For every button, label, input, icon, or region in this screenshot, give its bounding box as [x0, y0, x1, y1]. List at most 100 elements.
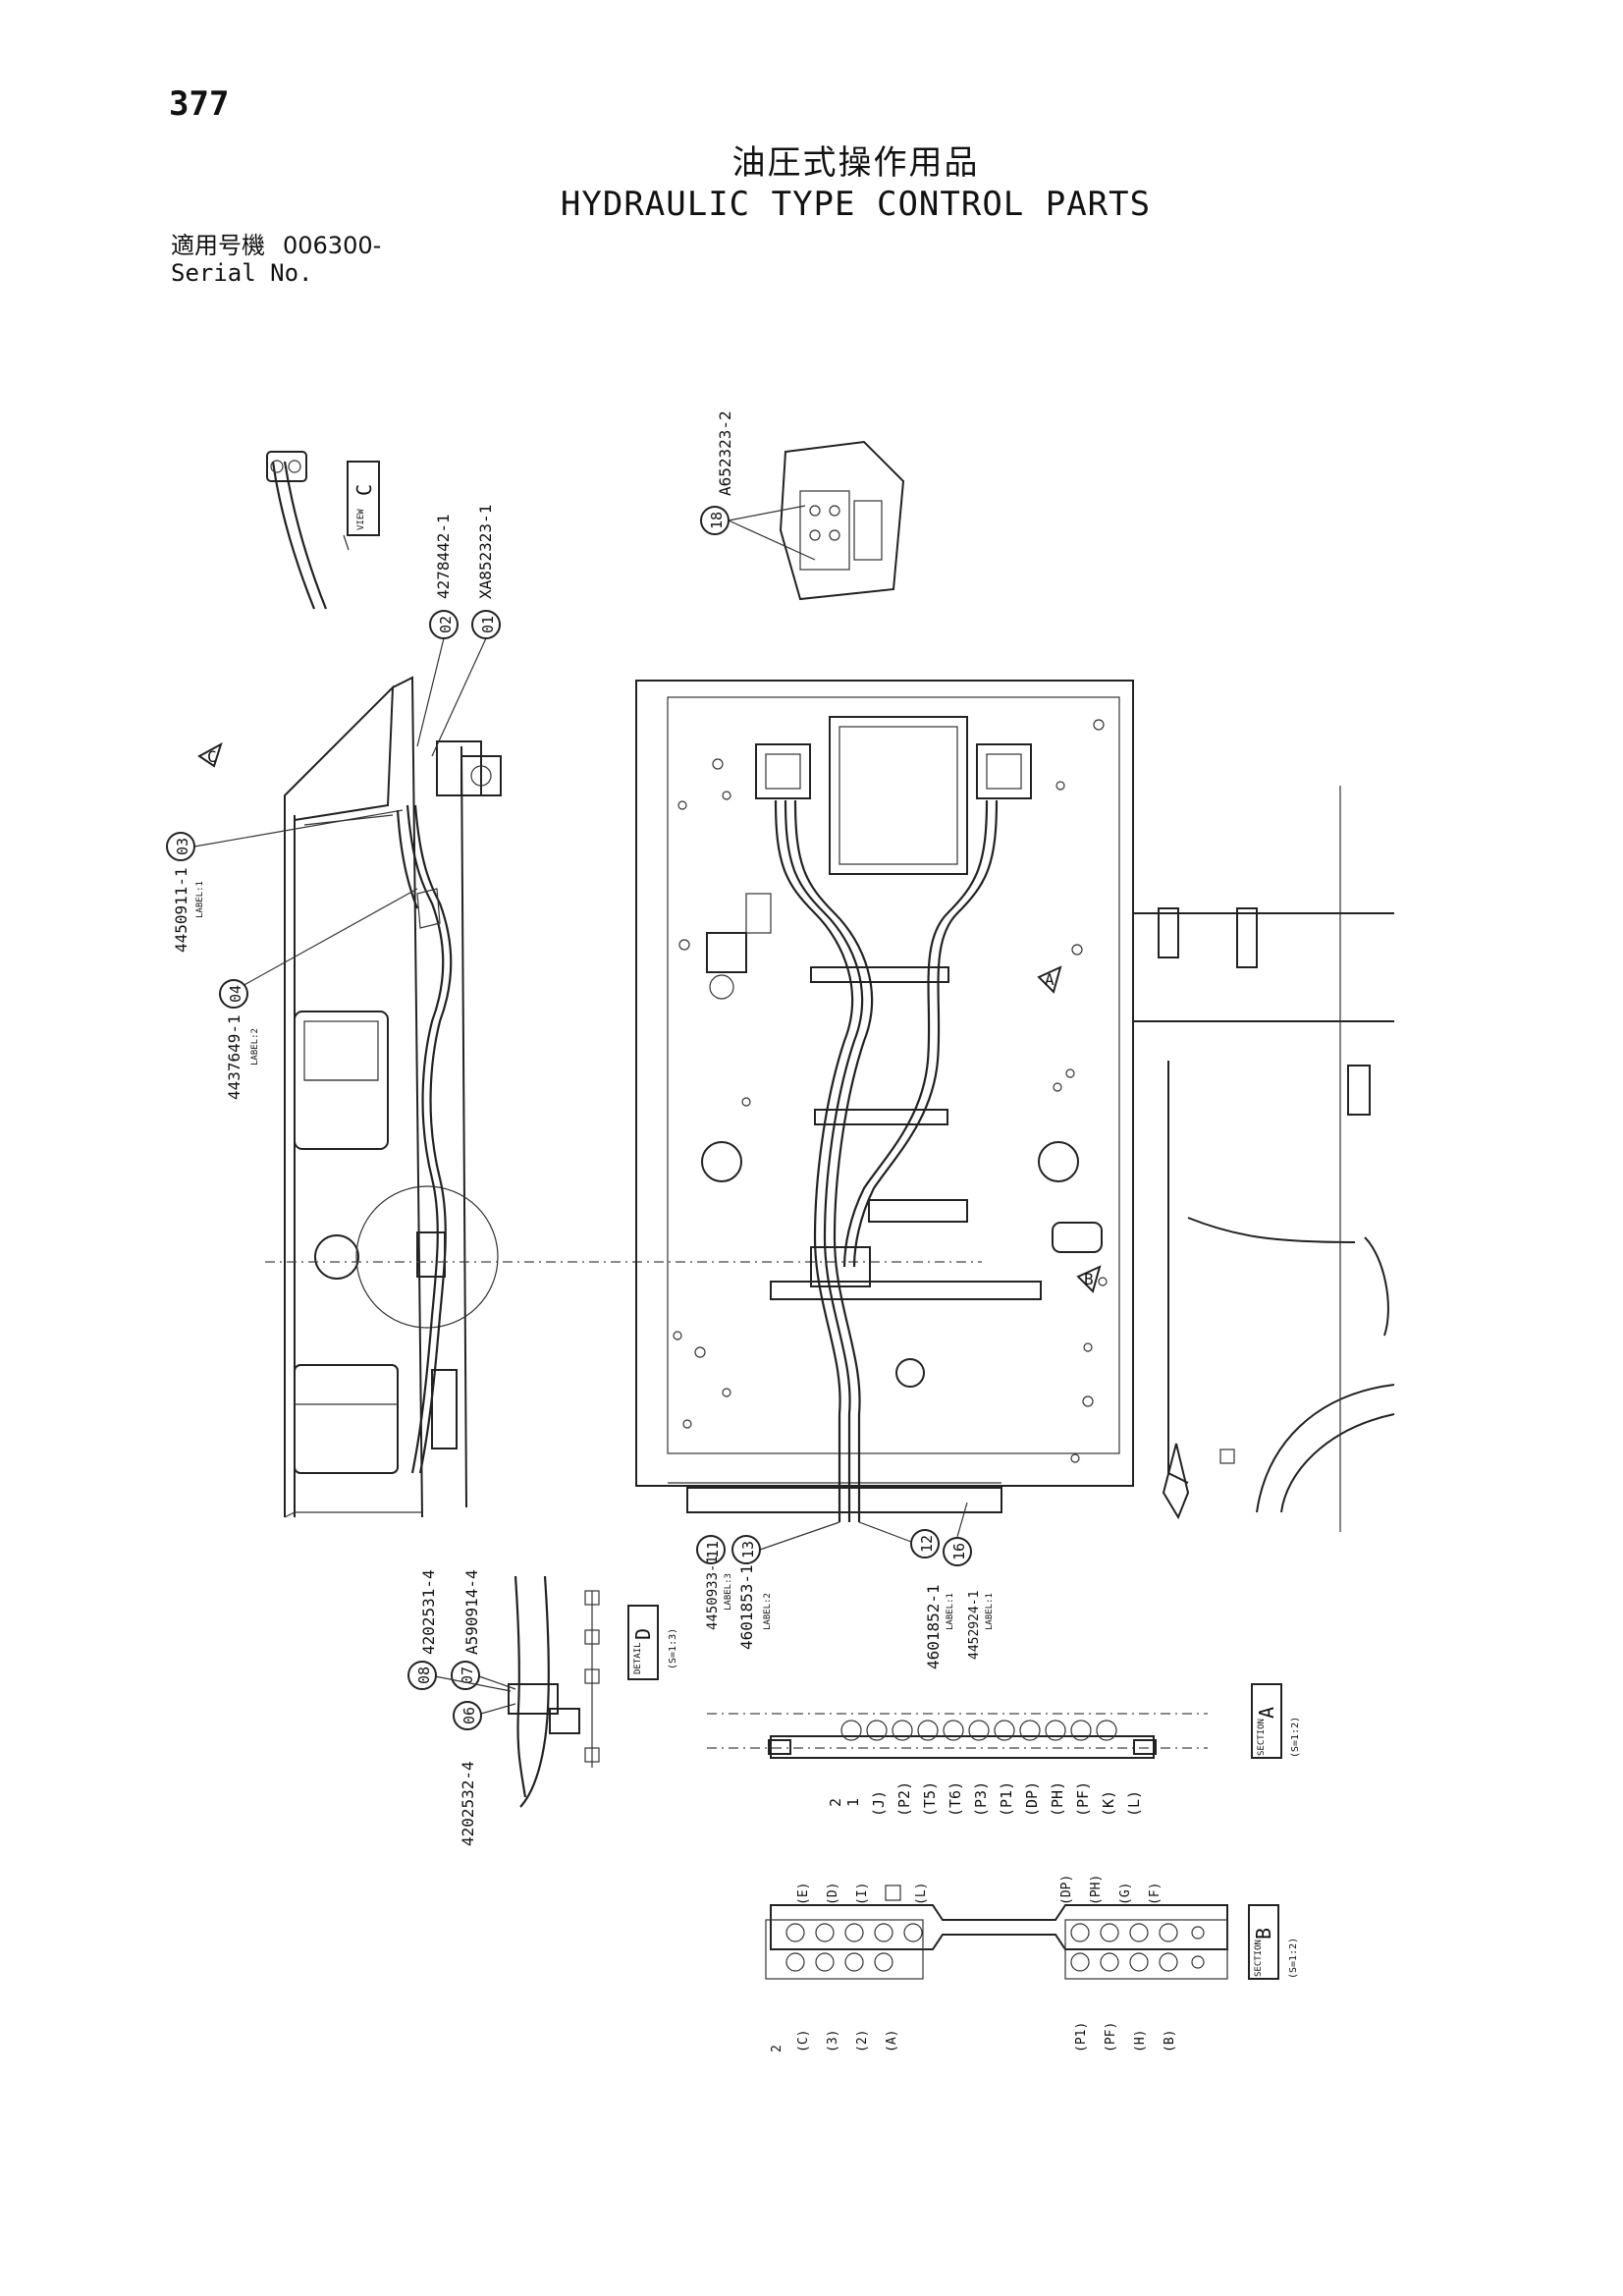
- section-b-label: B: [1252, 1928, 1275, 1940]
- callout-11: [696, 1535, 726, 1564]
- section-a-arrow-label: A: [1045, 970, 1055, 989]
- section-b-port: (D): [826, 1883, 840, 1905]
- callout-01: [471, 610, 501, 639]
- callout-08-id: 08: [415, 1667, 433, 1684]
- callout-01-id: 01: [479, 616, 497, 633]
- callout-08: [407, 1661, 437, 1690]
- section-a-port: (PH): [1049, 1781, 1066, 1817]
- section-b-port: (F): [1148, 1883, 1163, 1905]
- section-a-port: (J): [870, 1790, 888, 1817]
- callout-01-part: XA852323-1: [476, 505, 495, 599]
- callout-03-note: LABEL:1: [195, 881, 205, 918]
- callout-06-part: 4202532-4: [459, 1761, 477, 1846]
- callout-13: [731, 1535, 761, 1564]
- section-b-port: (H): [1133, 2030, 1148, 2052]
- section-a-port: (K): [1100, 1790, 1117, 1817]
- callout-13-id: 13: [739, 1541, 757, 1558]
- callout-16: [943, 1537, 972, 1566]
- serial-label-japanese: 適用号機: [171, 232, 265, 259]
- section-a-port: 2: [827, 1798, 844, 1807]
- section-b-port: (2): [855, 2030, 870, 2052]
- section-b-port: 2: [770, 2045, 784, 2052]
- view-c-label: C: [352, 484, 376, 496]
- section-b-port: (E): [796, 1883, 811, 1905]
- side-view: C: [197, 676, 982, 1518]
- section-a-port: (T5): [921, 1781, 939, 1817]
- section-b-port: (PH): [1089, 1875, 1104, 1905]
- callout-02-part: 4278442-1: [434, 514, 453, 599]
- section-b-port: (I): [855, 1883, 870, 1905]
- callout-18-part: A652323-2: [716, 410, 734, 496]
- serial-range: 006300-: [283, 232, 382, 259]
- section-b-port: (A): [885, 2030, 899, 2052]
- right-structure: [1133, 786, 1395, 1532]
- section-a-port: (P2): [895, 1781, 913, 1817]
- section-b: (E) (D) (I) (L) 2 (C) (3) (2) (A) (DP) (…: [765, 1875, 1299, 2052]
- callout-07-part: A590914-4: [462, 1569, 481, 1655]
- detail-d-word: DETAIL: [633, 1642, 643, 1674]
- section-b-word: SECTION: [1254, 1940, 1264, 1977]
- callout-11-part: 4450933-1: [705, 1556, 721, 1630]
- section-b-port: (G): [1118, 1883, 1133, 1905]
- callout-06: [453, 1701, 482, 1730]
- section-b-scale: (S=1:2): [1288, 1938, 1299, 1979]
- view-c-detail: C VIEW: [266, 451, 380, 610]
- callout-18-id: 18: [708, 512, 726, 529]
- section-a-port: (PF): [1074, 1781, 1092, 1817]
- section-b-port: (L): [914, 1883, 929, 1905]
- callout-04-id: 04: [227, 985, 244, 1003]
- section-b-port: (DP): [1059, 1875, 1074, 1905]
- callout-02-id: 02: [437, 616, 455, 633]
- callout-16-id: 16: [950, 1543, 968, 1560]
- page-title-japanese: 油圧式操作用品: [731, 143, 980, 183]
- callout-12-part: 4601852-1: [924, 1584, 943, 1669]
- section-a-port: (P3): [972, 1781, 990, 1817]
- callouts: 01 XA852323-1 02 4278442-1 03 4450911-1 …: [166, 410, 995, 1846]
- section-b-port: (3): [826, 2030, 840, 2052]
- detail-d: D DETAIL (S=1:3): [508, 1575, 678, 1808]
- section-a-port: (L): [1125, 1790, 1143, 1817]
- section-a: 2 1 (J) (P2) (T5) (T6) (P3) (P1) (DP) (P…: [707, 1683, 1301, 1817]
- callout-04-part: 4437649-1: [225, 1014, 243, 1100]
- serial-row: 適用号機 006300-: [171, 232, 399, 259]
- callout-03-id: 03: [174, 838, 191, 855]
- callout-06-id: 06: [460, 1707, 478, 1724]
- view-c-arrow-label: C: [207, 747, 217, 766]
- callout-02: [429, 610, 459, 639]
- section-a-scale: (S=1:2): [1290, 1717, 1301, 1758]
- callout-11-id: 11: [704, 1541, 722, 1558]
- callout-16-note: LABEL:1: [985, 1593, 995, 1630]
- callout-04: [219, 979, 248, 1009]
- callout-03: [166, 832, 195, 861]
- section-a-port: (T6): [947, 1781, 964, 1817]
- section-b-port: (PF): [1104, 2022, 1118, 2052]
- floor-plate: A B: [635, 680, 1134, 1522]
- detail-d-label: D: [631, 1628, 655, 1640]
- view-c-word: VIEW: [356, 509, 366, 530]
- serial-label: Serial No.: [171, 259, 313, 287]
- callout-13-part: 4601853-1: [737, 1564, 756, 1650]
- callout-11-note: LABEL:3: [724, 1573, 733, 1611]
- section-b-port: (C): [796, 2030, 811, 2052]
- section-b-arrow-label: B: [1084, 1270, 1094, 1288]
- page-title: HYDRAULIC TYPE CONTROL PARTS: [560, 185, 1152, 224]
- section-a-port: 1: [844, 1798, 862, 1807]
- callout-16-part: 4452924-1: [967, 1591, 982, 1660]
- section-a-port: (P1): [998, 1781, 1015, 1817]
- callout-04-note: LABEL:2: [250, 1028, 260, 1066]
- callout-03-part: 4450911-1: [172, 867, 190, 953]
- callout-13-note: LABEL:2: [763, 1593, 773, 1630]
- section-b-port: (B): [1163, 2030, 1177, 2052]
- serial-info: 適用号機 006300- Serial No.: [171, 232, 399, 287]
- callout-07-id: 07: [459, 1667, 476, 1684]
- callout-12-note: LABEL:1: [946, 1593, 955, 1630]
- detail-18: [779, 440, 905, 601]
- page-number: 377: [169, 84, 230, 124]
- callout-08-part: 4202531-4: [419, 1569, 438, 1655]
- detail-d-scale: (S=1:3): [668, 1628, 678, 1669]
- callout-12: [910, 1529, 940, 1558]
- section-a-label: A: [1255, 1707, 1278, 1719]
- callout-18: [700, 506, 730, 535]
- section-b-port: (P1): [1074, 2022, 1089, 2052]
